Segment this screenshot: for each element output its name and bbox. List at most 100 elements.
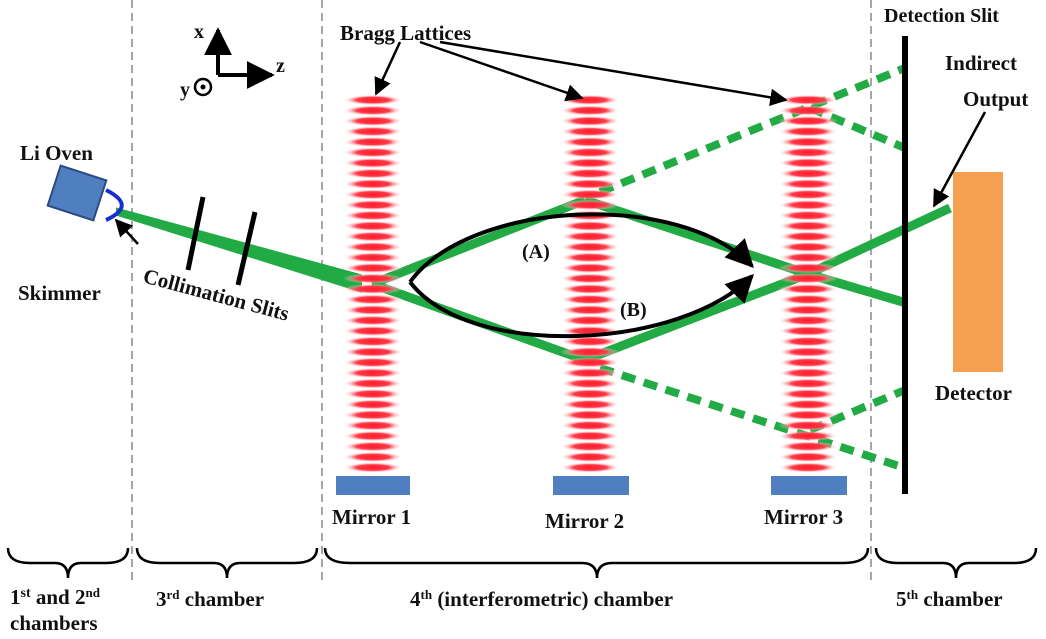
lattice-fringe [343, 304, 403, 316]
lattice-fringe [343, 441, 403, 452]
lattice-fringe [560, 399, 620, 410]
li-oven [46, 164, 108, 222]
lattice-fringe [560, 241, 620, 253]
indirect-output-label-2: Output [963, 87, 1028, 111]
mirror-1-label: Mirror 1 [332, 505, 411, 529]
chamber-label-1-2-line2: chambers [10, 611, 98, 635]
lattice-fringe [560, 462, 620, 473]
li-oven-label: Li Oven [20, 141, 93, 165]
lattice-fringe [560, 105, 620, 116]
lattice-fringe [778, 378, 838, 389]
interferometer-paths [408, 212, 754, 339]
lattice-fringe [343, 168, 403, 179]
lattice-fringe [560, 336, 620, 347]
lattice-fringe [560, 94, 620, 106]
lattice-fringe [560, 252, 620, 263]
lattice-fringe [778, 115, 838, 127]
lattice-fringe [778, 357, 838, 368]
mirror-3-label: Mirror 3 [764, 505, 843, 529]
axis-label-y: y [180, 79, 190, 101]
lattice-fringe [343, 409, 403, 421]
lattice-fringe [778, 399, 838, 410]
brace-chamber-4 [323, 547, 870, 579]
chamber-label-4: 4th (interferometric) chamber [410, 587, 673, 612]
bragg-lattice-2 [560, 94, 620, 473]
lattice-fringe [560, 420, 620, 431]
lattice-fringe [560, 220, 620, 232]
lattice-fringe [778, 157, 838, 169]
axis-label-z: z [276, 55, 285, 77]
lattice-fringe [560, 441, 620, 452]
lattice-fringe [778, 178, 838, 190]
lattice-fringe [560, 294, 620, 305]
collimation-slits [185, 196, 258, 286]
lattice-fringe [778, 220, 838, 232]
lattice-fringe [778, 336, 838, 347]
lattice-fringe [778, 325, 838, 337]
collimation-slit-2 [235, 211, 258, 286]
lattice-fringe [560, 409, 620, 421]
lattice-fringe [778, 168, 838, 179]
chamber-label-5: 5th chamber [896, 587, 1003, 612]
skimmer-label: Skimmer [18, 281, 101, 305]
lattice-fringe [343, 136, 403, 148]
coordinate-axes: x z y [180, 21, 285, 101]
lattice-fringe [560, 168, 620, 179]
lattice-fringe [343, 336, 403, 347]
lattice-fringe [343, 451, 403, 463]
lattice-fringe [343, 325, 403, 337]
indirect-output-pointer [932, 111, 987, 208]
indirect-output-label-1: Indirect [945, 51, 1017, 75]
lattice-fringe [560, 283, 620, 295]
lattice-fringe [343, 94, 403, 106]
detector-label: Detector [935, 381, 1012, 405]
brace-chamber-3 [135, 547, 319, 579]
mirror-1 [336, 476, 410, 495]
lattice-fringe [778, 105, 838, 116]
lattice-fringe [778, 451, 838, 463]
lattice-fringe [560, 378, 620, 389]
lattice-fringe [343, 294, 403, 305]
lattice-fringe [560, 178, 620, 190]
chamber-label-1-2: 1st and 2nd [10, 585, 101, 610]
lattice-fringe [778, 441, 838, 452]
lattice-fringe [560, 199, 620, 211]
lattice-fringe [343, 357, 403, 368]
lattice-fringe [343, 178, 403, 190]
lattice-fringe [560, 451, 620, 463]
lattice-fringe [343, 210, 403, 221]
lattice-fringe [778, 273, 838, 284]
lattice-fringe [778, 126, 838, 137]
lattice-fringe [560, 357, 620, 368]
lattice-fringe [343, 399, 403, 410]
lattice-fringe [343, 430, 403, 442]
lattice-fringe [778, 147, 838, 158]
lattice-fringe [778, 304, 838, 316]
lattice-fringe [778, 346, 838, 358]
lattice-fringe [778, 462, 838, 473]
lattice-fringe [560, 115, 620, 127]
lattice-fringe [560, 346, 620, 358]
mirror-2-label: Mirror 2 [545, 509, 624, 533]
lattice-fringe [343, 147, 403, 158]
skimmer-pointer [114, 218, 139, 245]
bragg-lattices [343, 94, 838, 473]
lattice-fringe [343, 241, 403, 253]
collimation-slits-label: Collimation Slits [141, 264, 292, 326]
lattice-fringe [343, 315, 403, 326]
detection-slit-label: Detection Slit [884, 5, 999, 27]
chamber-braces [6, 547, 1038, 579]
lattice-fringe [778, 210, 838, 221]
skimmer [105, 188, 124, 222]
mirrors [336, 476, 847, 495]
lattice-fringe [778, 136, 838, 148]
lattice-fringe [343, 420, 403, 431]
lattice-fringe [343, 157, 403, 169]
bragg-lattice-1 [343, 94, 403, 473]
path-a-label: (A) [522, 241, 550, 263]
brace-chamber-5 [874, 547, 1038, 579]
y-axis-out-of-page-icon [193, 77, 213, 97]
lattice-fringe [343, 462, 403, 473]
mirror-3 [771, 476, 847, 495]
pointer-arrows [114, 40, 987, 245]
